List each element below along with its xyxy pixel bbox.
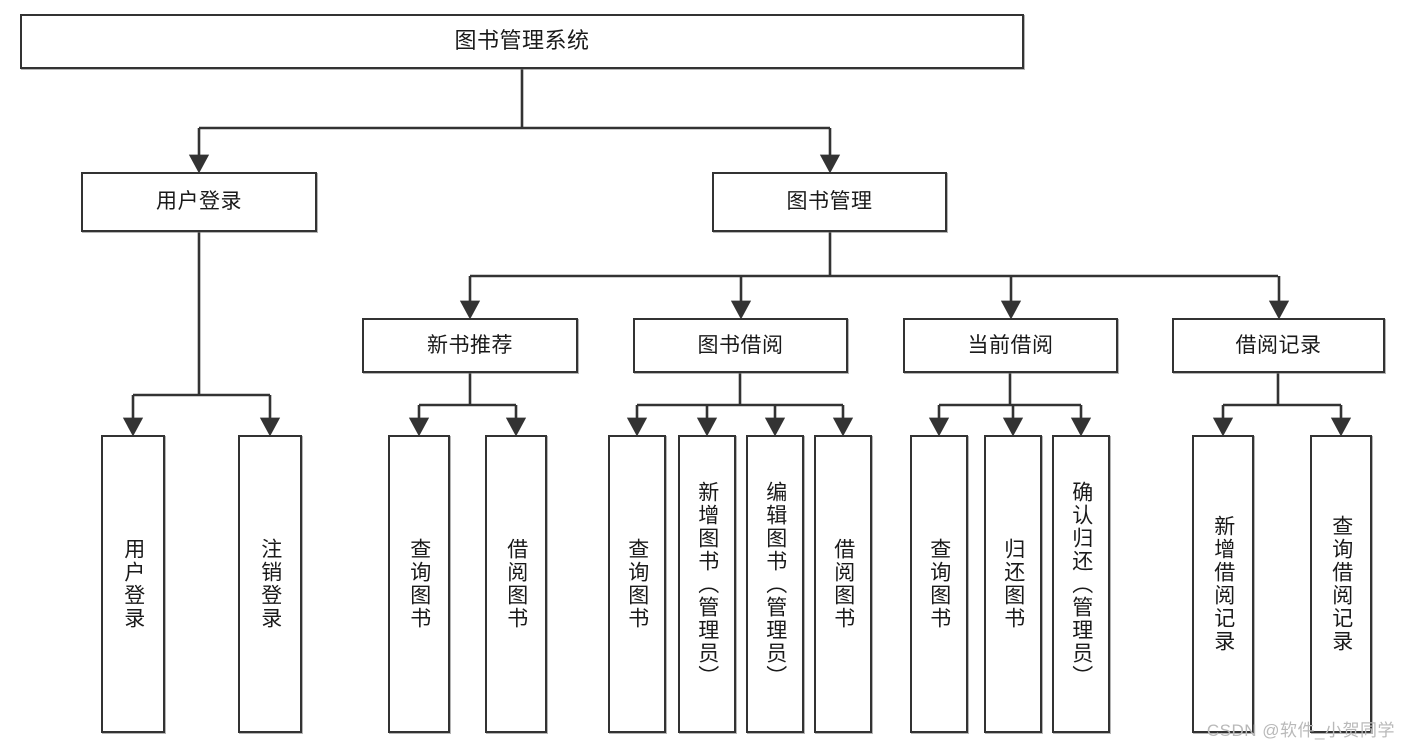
node-label-leaf-logout: 注销登录 — [258, 538, 282, 630]
node-label-root: 图书管理系统 — [454, 28, 590, 54]
node-leaf-borrow-book-1[interactable]: 借阅图书 — [485, 435, 547, 733]
node-leaf-query-record[interactable]: 查询借阅记录 — [1310, 435, 1372, 733]
node-label-leaf-query-book-2: 查询图书 — [625, 538, 649, 630]
node-label-new-book-rec: 新书推荐 — [427, 333, 513, 357]
node-borrow-record[interactable]: 借阅记录 — [1172, 318, 1385, 373]
node-label-leaf-confirm-return: 确认归还（管理员） — [1069, 480, 1093, 688]
node-leaf-query-book-1[interactable]: 查询图书 — [388, 435, 450, 733]
node-label-leaf-add-record: 新增借阅记录 — [1211, 515, 1235, 653]
node-label-leaf-query-book-3: 查询图书 — [927, 538, 951, 630]
node-root[interactable]: 图书管理系统 — [20, 14, 1024, 69]
node-label-current-borrow: 当前借阅 — [967, 333, 1054, 357]
node-label-user-login: 用户登录 — [156, 190, 242, 214]
node-leaf-return-book[interactable]: 归还图书 — [984, 435, 1042, 733]
node-current-borrow[interactable]: 当前借阅 — [903, 318, 1118, 373]
node-label-leaf-return-book: 归还图书 — [1001, 538, 1025, 630]
node-label-leaf-borrow-book-1: 借阅图书 — [504, 538, 528, 630]
node-label-book-borrow: 图书借阅 — [697, 333, 784, 357]
node-leaf-logout[interactable]: 注销登录 — [238, 435, 302, 733]
node-label-leaf-user-login: 用户登录 — [121, 538, 145, 630]
node-leaf-add-book[interactable]: 新增图书（管理员） — [678, 435, 736, 733]
node-leaf-query-book-3[interactable]: 查询图书 — [910, 435, 968, 733]
node-label-leaf-query-record: 查询借阅记录 — [1329, 515, 1353, 653]
node-label-borrow-record: 借阅记录 — [1235, 333, 1322, 357]
node-label-leaf-query-book-1: 查询图书 — [407, 538, 431, 630]
node-leaf-confirm-return[interactable]: 确认归还（管理员） — [1052, 435, 1110, 733]
node-user-login[interactable]: 用户登录 — [81, 172, 317, 232]
node-leaf-add-record[interactable]: 新增借阅记录 — [1192, 435, 1254, 733]
node-book-borrow[interactable]: 图书借阅 — [633, 318, 848, 373]
node-leaf-query-book-2[interactable]: 查询图书 — [608, 435, 666, 733]
node-label-leaf-borrow-book-2: 借阅图书 — [831, 538, 855, 630]
node-leaf-user-login[interactable]: 用户登录 — [101, 435, 165, 733]
node-leaf-borrow-book-2[interactable]: 借阅图书 — [814, 435, 872, 733]
node-book-manage[interactable]: 图书管理 — [712, 172, 947, 232]
node-new-book-rec[interactable]: 新书推荐 — [362, 318, 578, 373]
node-label-leaf-edit-book: 编辑图书（管理员） — [763, 480, 787, 688]
node-label-book-manage: 图书管理 — [786, 190, 873, 214]
node-label-leaf-add-book: 新增图书（管理员） — [695, 480, 719, 688]
node-leaf-edit-book[interactable]: 编辑图书（管理员） — [746, 435, 804, 733]
